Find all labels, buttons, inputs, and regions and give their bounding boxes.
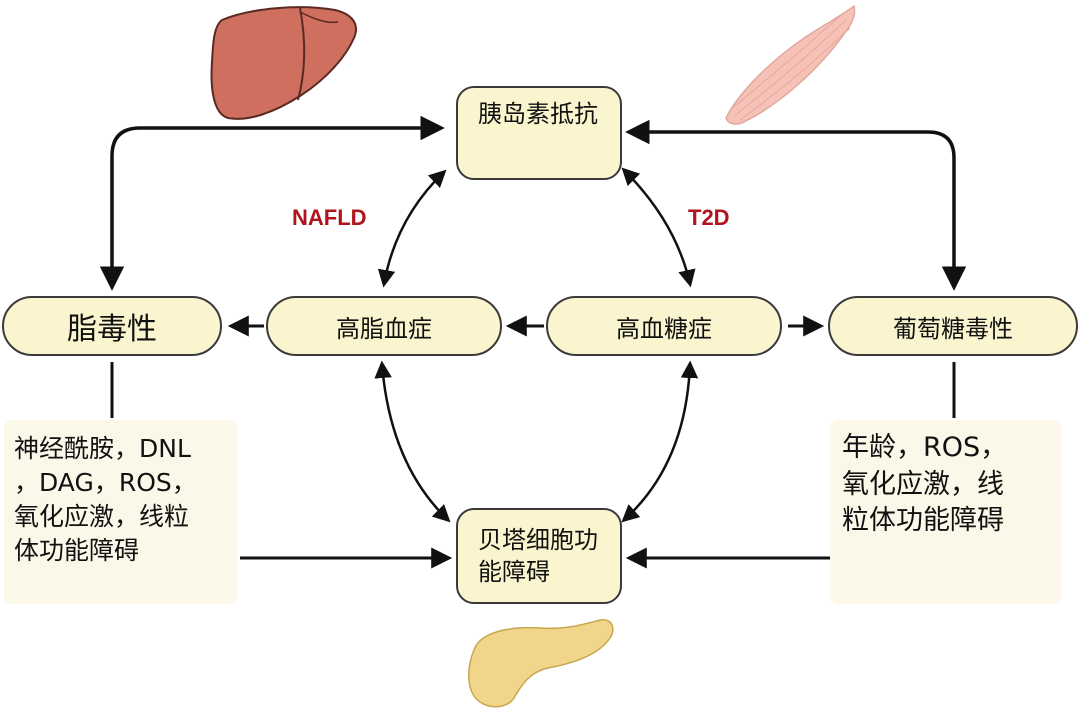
node-glucotoxicity-label: 葡萄糖毒性 — [893, 314, 1013, 343]
note-left-factors: 神经酰胺，DNL ，DAG，ROS， 氧化应激，线粒 体功能障碍 — [4, 420, 238, 604]
t2d-label: T2D — [688, 205, 730, 230]
node-beta-cell-dysfunction: 贝塔细胞功能障碍 — [456, 508, 622, 604]
arrow-ir-hyperglycemia — [621, 167, 696, 288]
node-lipotoxicity-label: 脂毒性 — [67, 312, 157, 347]
node-hyperlipidemia-label: 高脂血症 — [336, 314, 432, 343]
arrow-hyperlipidemia-beta — [374, 360, 451, 523]
arrow-ir-glucotoxicity — [625, 119, 967, 291]
muscle-icon — [725, 4, 856, 125]
liver-icon — [210, 6, 357, 120]
node-hyperglycemia-label: 高血糖症 — [616, 314, 712, 343]
node-lipotoxicity: 脂毒性 — [2, 296, 222, 356]
nafld-label: NAFLD — [292, 205, 367, 230]
node-glucotoxicity: 葡萄糖毒性 — [828, 296, 1078, 356]
node-hyperglycemia: 高血糖症 — [546, 296, 782, 356]
note-right-factors: 年龄，ROS， 氧化应激，线 粒体功能障碍 — [830, 420, 1062, 604]
arrow-ir-hyperlipidemia — [377, 169, 447, 288]
arrow-hyperglycemia-beta — [621, 360, 699, 523]
node-hyperlipidemia: 高脂血症 — [266, 296, 502, 356]
node-beta-cell-dysfunction-label: 贝塔细胞功能障碍 — [478, 526, 598, 587]
node-insulin-resistance: 胰岛素抵抗 — [456, 86, 622, 180]
pancreas-icon — [468, 619, 614, 708]
node-insulin-resistance-label: 胰岛素抵抗 — [478, 100, 598, 128]
arrow-ir-lipotoxicity — [99, 115, 445, 291]
